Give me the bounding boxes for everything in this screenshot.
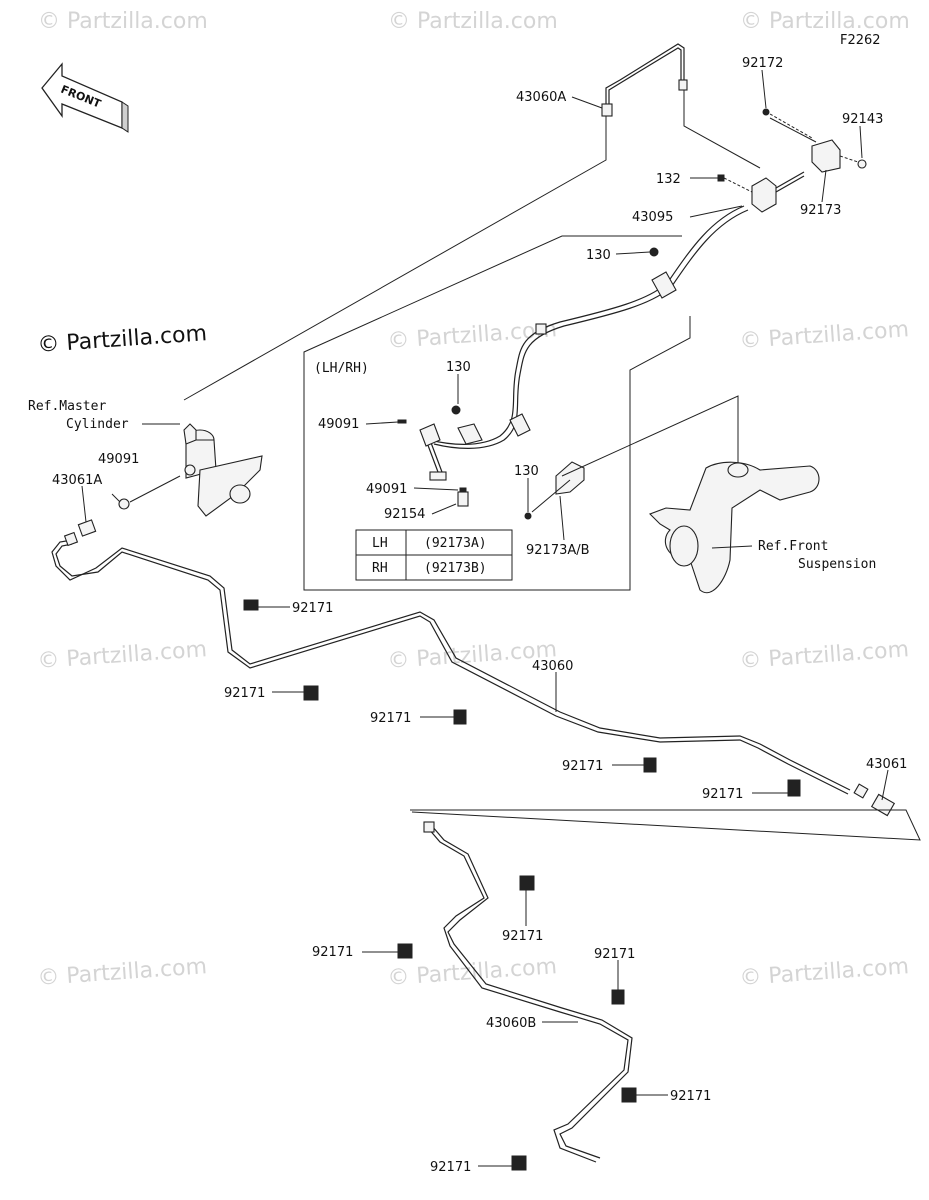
callout-132: 132 <box>656 172 681 187</box>
callout-43095: 43095 <box>632 210 673 225</box>
front-arrow-icon: FRONT <box>41 62 129 133</box>
callout-49091-b: 49091 <box>366 482 407 497</box>
banjo-fitting <box>397 419 469 507</box>
watermarks: © Partzilla.com © Partzilla.com © Partzi… <box>37 9 910 991</box>
watermark: © Partzilla.com <box>739 637 910 674</box>
watermark: © Partzilla.com <box>739 317 910 354</box>
side-note: (LH/RH) <box>314 361 369 376</box>
bracket-92173 <box>762 108 867 173</box>
figure-code: F2262 <box>840 33 881 48</box>
watermark-main: © Partzilla.com <box>37 321 208 358</box>
bracket-92173ab <box>531 461 585 513</box>
leader-lines <box>81 69 889 1167</box>
watermark: © Partzilla.com <box>37 954 208 991</box>
watermark: © Partzilla.com <box>38 9 208 34</box>
callout-92171-8: 92171 <box>594 947 635 962</box>
ref-master-cylinder-line2: Cylinder <box>66 417 129 432</box>
callout-92173: 92173 <box>800 203 841 218</box>
lh-rh-frame <box>303 235 691 591</box>
callout-130-top: 130 <box>586 248 611 263</box>
callout-49091-a: 49091 <box>318 417 359 432</box>
watermark: © Partzilla.com <box>37 637 208 674</box>
side-table: LH (92173A) RH (92173B) <box>355 529 513 581</box>
ref-front-suspension-line1: Ref.Front <box>758 539 828 554</box>
pipe-43060a <box>601 43 761 169</box>
nut-130-low <box>524 512 532 520</box>
callout-92171-10: 92171 <box>430 1160 471 1175</box>
nut-130-mid <box>451 405 461 415</box>
front-knuckle <box>561 395 820 593</box>
table-part-rh: (92173B) <box>424 561 487 576</box>
callout-92172: 92172 <box>742 56 783 71</box>
callout-43060: 43060 <box>532 659 573 674</box>
pipe-43060 <box>51 519 896 817</box>
callout-92171-5: 92171 <box>702 787 743 802</box>
master-cylinder <box>118 116 607 517</box>
clamps-92171 <box>243 599 801 1171</box>
callout-92154: 92154 <box>384 507 425 522</box>
watermark: © Partzilla.com <box>739 954 910 991</box>
ref-master-cylinder-line1: Ref.Master <box>28 399 106 414</box>
callout-92171-7: 92171 <box>312 945 353 960</box>
callout-92143: 92143 <box>842 112 883 127</box>
table-part-lh: (92173A) <box>424 536 487 551</box>
watermark: © Partzilla.com <box>387 954 558 991</box>
callout-43061: 43061 <box>866 757 907 772</box>
brake-joint <box>690 171 805 213</box>
callout-92171-2: 92171 <box>224 686 265 701</box>
callout-43060b: 43060B <box>486 1016 536 1031</box>
pipe-43060b <box>410 809 921 1163</box>
nut-130-top <box>649 247 659 257</box>
callout-43060a: 43060A <box>516 90 566 105</box>
callout-92171-6: 92171 <box>502 929 543 944</box>
callout-49091-c: 49091 <box>98 452 139 467</box>
callout-92173ab: 92173A/B <box>526 543 590 558</box>
watermark: © Partzilla.com <box>388 9 558 34</box>
callout-130-low: 130 <box>514 464 539 479</box>
callout-92171-9: 92171 <box>670 1089 711 1104</box>
ref-front-suspension-line2: Suspension <box>798 557 876 572</box>
callout-43061a: 43061A <box>52 473 102 488</box>
watermark: © Partzilla.com <box>740 9 910 34</box>
callouts: 92172 92143 92173 43060A 132 43095 130 1… <box>52 56 907 1175</box>
table-side-lh: LH <box>372 536 388 551</box>
callout-92171-1: 92171 <box>292 601 333 616</box>
callout-92171-3: 92171 <box>370 711 411 726</box>
callout-92171-4: 92171 <box>562 759 603 774</box>
brake-hose-43095 <box>429 205 749 449</box>
table-side-rh: RH <box>372 561 388 576</box>
callout-130-mid: 130 <box>446 360 471 375</box>
